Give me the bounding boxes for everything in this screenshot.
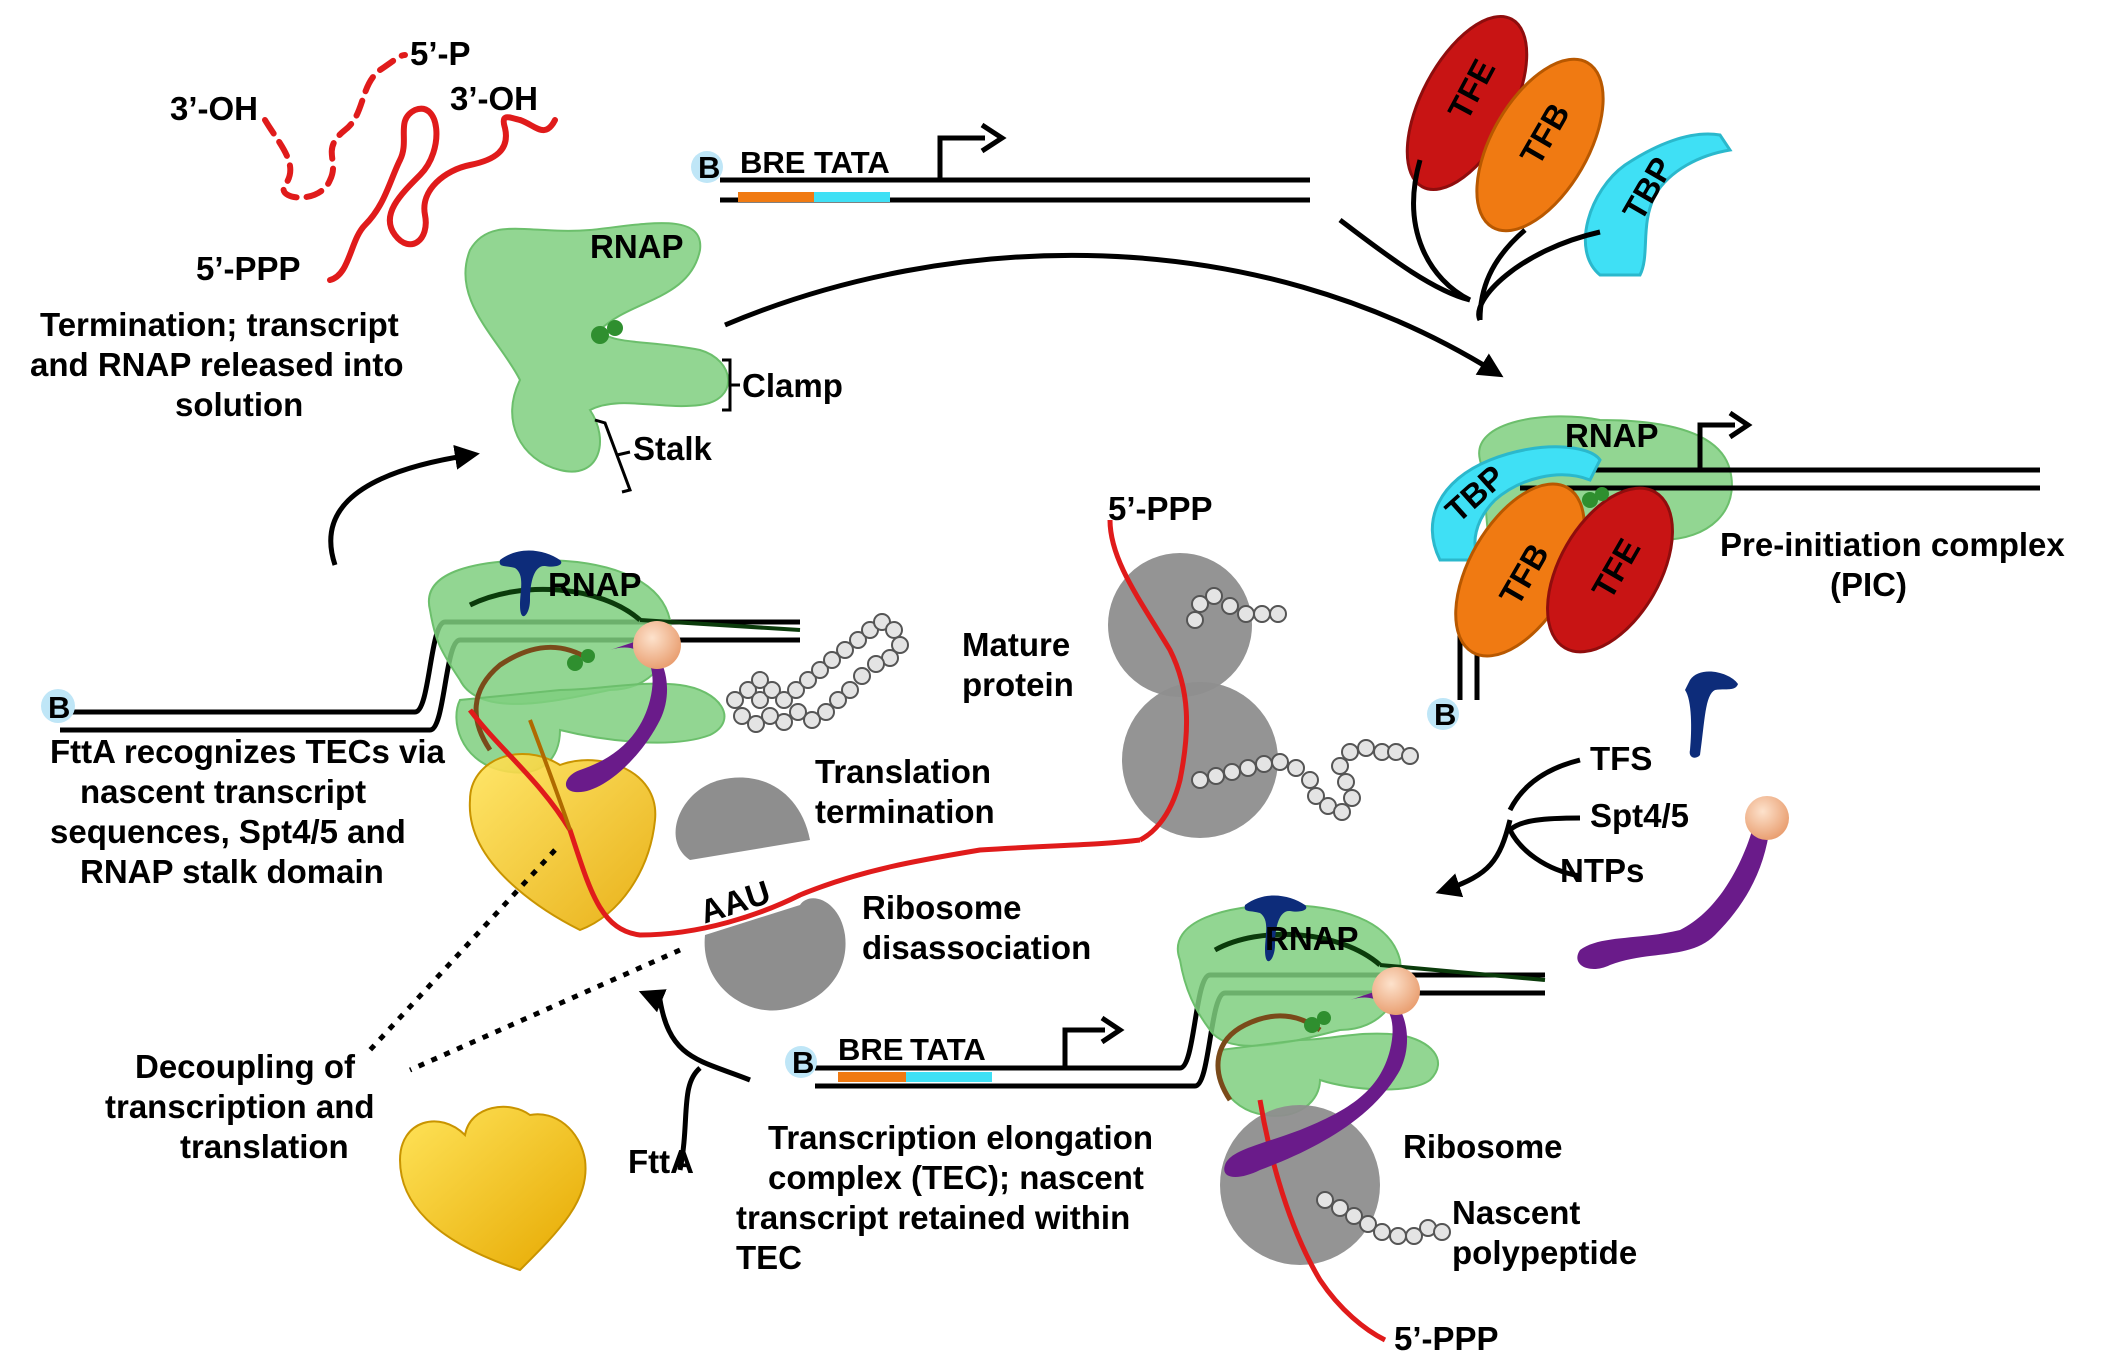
tata-top-label: TATA — [814, 145, 890, 180]
ribosome-label: Ribosome — [1403, 1128, 1563, 1165]
bre-bottom-label: BRE — [838, 1032, 903, 1067]
tec-line-4: TEC — [736, 1239, 802, 1276]
rnap-pic-label: RNAP — [1565, 417, 1659, 454]
tec-line-2: complex (TEC); nascent — [768, 1159, 1144, 1196]
polypeptide-upper — [1186, 587, 1287, 629]
clamp-bracket — [722, 358, 740, 412]
b-top-label: B — [698, 150, 720, 185]
five-ppp-top-label: 5’-PPP — [196, 250, 301, 287]
b-circle-bottom — [785, 1046, 817, 1078]
spt45-free — [1577, 796, 1789, 970]
pic-line-2: (PIC) — [1830, 566, 1907, 603]
ftta-binding-arrow-tail — [677, 1066, 702, 1171]
nascent-polypeptide — [1316, 1191, 1451, 1245]
pic-complex — [1430, 410, 2040, 700]
mature-line-2: protein — [962, 666, 1074, 703]
arrow-to-termination — [328, 444, 480, 566]
tata-bottom-label: TATA — [910, 1032, 986, 1067]
clamp-label: Clamp — [742, 367, 843, 404]
rnap-left-label: RNAP — [548, 566, 642, 603]
three-oh-right-label: 3’-OH — [450, 80, 538, 117]
five-p-label: 5’-P — [410, 35, 471, 72]
termination-line-2: and RNAP released into — [30, 346, 404, 383]
decoupling-dotted-line-2 — [408, 947, 682, 1073]
ftta-free — [398, 1105, 587, 1272]
three-oh-left-label: 3’-OH — [170, 90, 258, 127]
decoupling-dotted-line-1 — [368, 848, 557, 1052]
rnap-tec-label: RNAP — [1265, 920, 1359, 957]
spt45-bound-left — [565, 621, 681, 793]
mature-protein-free — [726, 613, 909, 733]
polypeptide-lower — [1191, 739, 1419, 821]
tfb-free — [1475, 57, 1605, 233]
b-pic-label: B — [1434, 697, 1456, 732]
five-ppp-middle-label: 5’-PPP — [1108, 490, 1213, 527]
b-circle-pic — [1427, 698, 1459, 730]
mrna-left — [468, 708, 1141, 938]
pic-line-1: Pre-initiation complex — [1720, 526, 2065, 563]
b-left-label: B — [48, 690, 70, 725]
translation-term-line-2: termination — [815, 793, 995, 830]
rnap-free-label: RNAP — [590, 228, 684, 265]
ftta-rec-line-4: RNAP stalk domain — [80, 853, 384, 890]
five-ppp-bottom-label: 5’-PPP — [1394, 1320, 1499, 1356]
ribosome-disassociated — [675, 777, 846, 1011]
ribosome-upper-pair — [1107, 519, 1278, 843]
decoupling-line-2: transcription and — [105, 1088, 375, 1125]
ftta-binding-arrow — [638, 989, 751, 1083]
tec-line-3: transcript retained within — [736, 1199, 1130, 1236]
termination-line-1: Termination; transcript — [40, 306, 399, 343]
released-transcript — [262, 52, 558, 283]
nascent-line-2: polypeptide — [1452, 1234, 1637, 1271]
ftta-rec-line-2: nascent transcript — [80, 773, 366, 810]
decoupling-line-1: Decoupling of — [135, 1048, 356, 1085]
ftta-label: FttA — [628, 1143, 694, 1180]
ntps-label: NTPs — [1560, 852, 1644, 889]
nascent-line-1: Nascent — [1452, 1194, 1580, 1231]
b-circle-left — [41, 689, 75, 723]
rnap-free — [464, 222, 730, 473]
b-bottom-label: B — [792, 1045, 814, 1080]
stalk-label: Stalk — [633, 430, 713, 467]
spt45-label: Spt4/5 — [1590, 797, 1689, 834]
ftta-rec-line-1: FttA recognizes TECs via — [50, 733, 446, 770]
stalk-bracket — [594, 418, 632, 494]
translation-term-line-1: Translation — [815, 753, 991, 790]
factor-arrows — [1435, 757, 1581, 898]
ribo-dis-line-1: Ribosome — [862, 889, 1022, 926]
tbp-free — [1583, 132, 1733, 277]
decoupling-line-3: translation — [180, 1128, 349, 1165]
tec-bottom — [1150, 895, 1546, 1343]
mature-line-1: Mature — [962, 626, 1070, 663]
promoter-dna-bottom — [815, 1015, 1150, 1089]
bre-top-label: BRE — [740, 145, 805, 180]
ftta-rna-recognition — [528, 719, 572, 831]
ftta-bound — [468, 753, 657, 932]
pic-assembly-arrows — [724, 159, 1601, 378]
ribo-dis-line-2: disassociation — [862, 929, 1091, 966]
ftta-rec-line-3: sequences, Spt4/5 and — [50, 813, 406, 850]
promoter-dna-top — [720, 122, 1310, 203]
tfs-label: TFS — [1590, 740, 1652, 777]
termination-line-3: solution — [175, 386, 303, 423]
tec-line-1: Transcription elongation — [768, 1119, 1153, 1156]
b-circle-top — [691, 151, 723, 183]
tfs-free — [1685, 671, 1738, 758]
